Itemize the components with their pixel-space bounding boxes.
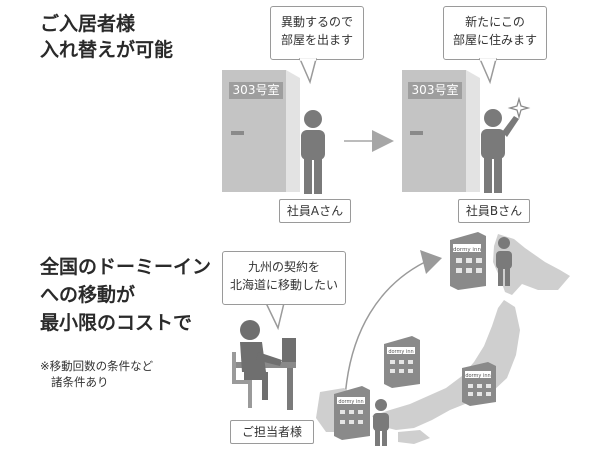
speech-bubble-moving-in: 新たにこの 部屋に住みます <box>443 6 547 60</box>
bubble-tail-right <box>478 58 497 85</box>
person-a-caption: 社員Aさん <box>279 199 351 223</box>
bubble-right-line1: 新たにこの <box>465 15 525 29</box>
door-right-label: 303号室 <box>411 83 459 97</box>
person-a-icon <box>301 110 325 194</box>
top-title-line2: 入れ替えが可能 <box>40 39 174 61</box>
bubble-left-line2: 部屋を出ます <box>280 33 353 47</box>
laptop-icon <box>282 338 296 362</box>
person-kyushu-icon <box>373 399 389 446</box>
speech-bubble-moving-out: 異動するので 部屋を出ます <box>270 6 364 60</box>
building-tohoku: dormy inn <box>462 362 496 406</box>
relocation-curve <box>344 261 426 399</box>
person-b-caption: 社員Bさん <box>458 199 530 223</box>
sparkle-icon <box>507 96 531 120</box>
bubble-tail-bottom <box>264 302 285 331</box>
condition-note-line2: 諸条件あり <box>51 375 109 389</box>
bubble-tail-left <box>298 58 317 85</box>
bubble-left-line1: 異動するので <box>280 15 353 29</box>
chair-icon <box>232 352 252 408</box>
door-handle-left <box>231 131 244 135</box>
door-plate-right <box>408 82 462 99</box>
building-sign-hokkaido: dormy inn <box>453 247 481 253</box>
building-hokkaido: dormy inn <box>450 232 486 290</box>
top-title-line1: ご入居者様 <box>40 13 136 35</box>
door-left <box>222 70 300 192</box>
speech-bubble-staff: 九州の契約を 北海道に移動したい <box>222 251 346 305</box>
staff-caption: ご担当者様 <box>230 420 314 444</box>
building-kyushu: dormy inn <box>334 386 370 440</box>
building-sign-kansai: dormy inn <box>388 349 413 355</box>
bottom-title-line2: への移動が <box>40 284 136 306</box>
building-sign-kyushu: dormy inn <box>338 399 363 405</box>
person-b-icon <box>481 109 519 193</box>
building-sign-tohoku: dormy inn <box>465 373 490 379</box>
door-plate-left <box>229 82 283 99</box>
person-hokkaido-icon <box>496 237 512 286</box>
building-kansai: dormy inn <box>384 336 420 388</box>
door-right <box>402 70 480 192</box>
staff-at-desk-icon <box>232 320 296 410</box>
hokkaido-shape <box>493 234 570 295</box>
bottom-title-line3: 最小限のコストで <box>40 312 193 334</box>
bubble-bottom-line1: 九州の契約を <box>247 260 320 274</box>
transfer-arrow-icon <box>344 130 394 152</box>
door-left-label: 303号室 <box>232 83 280 97</box>
door-handle-right <box>410 131 423 135</box>
relocation-arrow-icon <box>420 250 442 274</box>
bubble-right-line2: 部屋に住みます <box>452 33 537 47</box>
bottom-title-line1: 全国のドーミーイン <box>40 256 212 278</box>
shikoku-shape <box>398 430 430 444</box>
bubble-bottom-line2: 北海道に移動したい <box>229 278 338 292</box>
condition-note-line1: ※移動回数の条件など <box>40 359 154 373</box>
